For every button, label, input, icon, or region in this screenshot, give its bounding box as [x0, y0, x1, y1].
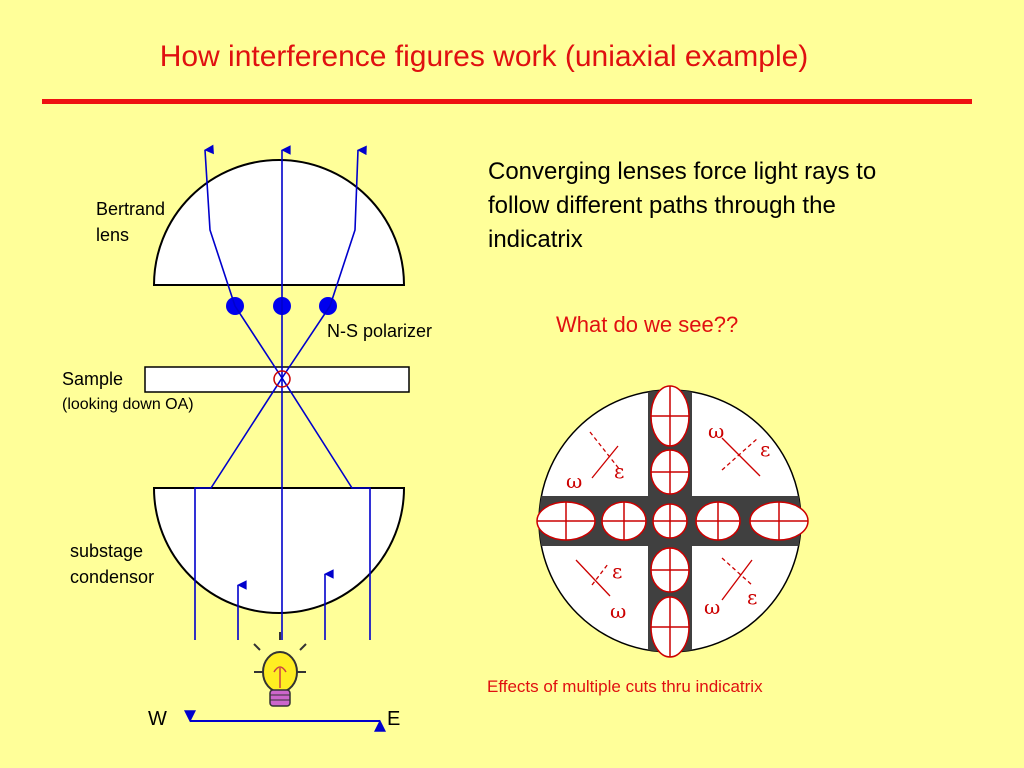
epsilon-label: ε: [614, 459, 624, 483]
description-text: Converging lenses force light rays to fo…: [488, 158, 877, 253]
omega-label: ω: [610, 599, 626, 623]
bertrand-lens: [152, 159, 406, 286]
indicatrix-sections: [536, 385, 809, 658]
bertrand-lens-label: Bertrand lens: [96, 196, 165, 248]
east-label: E: [387, 708, 401, 730]
substage-condensor: [152, 487, 406, 614]
omega-label: ω: [566, 469, 582, 493]
west-label: W: [148, 708, 167, 730]
omega-label: ω: [708, 419, 724, 443]
condensor-label-line1: substage: [70, 541, 144, 561]
condensor-label-line2: condensor: [70, 567, 155, 587]
bertrand-label-line1: Bertrand: [96, 199, 166, 219]
light-rays: [194, 144, 371, 640]
focal-point-marker: [273, 370, 291, 388]
epsilon-label: ε: [760, 437, 770, 461]
slide-title: How interference figures work (uniaxial …: [159, 40, 809, 73]
polarizer-label: N-S polarizer: [327, 321, 433, 341]
bertrand-label-line2: lens: [96, 225, 130, 245]
figure-caption: Effects of multiple cuts thru indicatrix: [487, 677, 763, 696]
sample-note: (looking down OA): [62, 396, 194, 413]
vibration-directions: [575, 431, 761, 601]
title-rule: [42, 99, 972, 104]
question-text: What do we see??: [556, 312, 739, 337]
sample-label: Sample: [62, 369, 124, 389]
epsilon-label: ε: [612, 559, 622, 583]
light-bulb-icon: [253, 632, 307, 707]
polarizer-dot: [319, 297, 337, 315]
condensor-label: substage condensor: [70, 538, 154, 590]
omega-label: ω: [704, 595, 720, 619]
epsilon-label: ε: [747, 585, 757, 609]
